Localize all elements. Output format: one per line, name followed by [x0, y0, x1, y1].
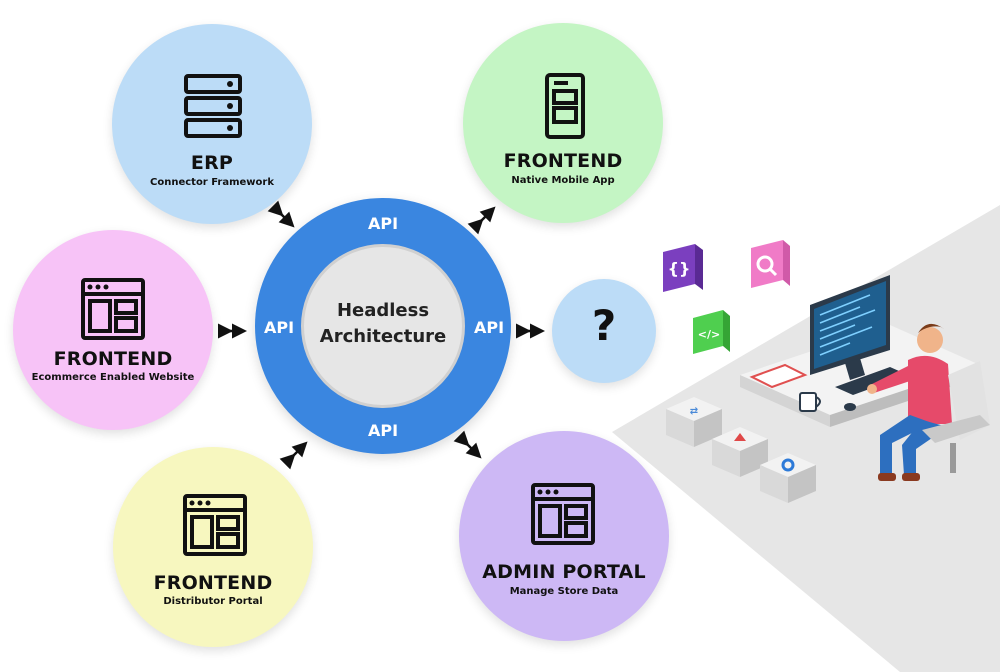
unknown-node: ? [552, 279, 656, 383]
monitor [810, 275, 890, 380]
api-label-bottom: API [368, 421, 399, 440]
question-icon: ? [591, 301, 617, 350]
notepad [749, 363, 808, 389]
stacked-service-boxes: ⇄ [666, 397, 816, 503]
browser-window-icon [81, 278, 145, 340]
browser-window-icon [531, 483, 595, 545]
erp-subtitle: Connector Framework [150, 177, 274, 188]
settings-box-icon [760, 453, 816, 503]
code-braces-icon: {} [663, 244, 703, 292]
distributor-title: FRONTEND [153, 572, 273, 594]
server-icon [184, 74, 242, 138]
office-chair [922, 361, 990, 473]
svg-text:⇄: ⇄ [690, 406, 698, 417]
admin-portal-node: ADMIN PORTAL Manage Store Data [459, 431, 669, 641]
hub-title-line1: Headless [336, 300, 430, 321]
arrow-erp [267, 200, 295, 228]
api-label-top: API [368, 214, 399, 233]
search-icon [751, 240, 790, 288]
api-label-left: API [264, 318, 295, 337]
admin-title: ADMIN PORTAL [482, 561, 646, 583]
api-label-right: API [474, 318, 505, 337]
code-tag-icon: </> [693, 310, 730, 354]
ecommerce-subtitle: Ecommerce Enabled Website [31, 372, 195, 383]
arrow-mobile [467, 206, 496, 235]
admin-subtitle: Manage Store Data [509, 586, 619, 597]
ecommerce-node: FRONTEND Ecommerce Enabled Website [13, 230, 213, 430]
arrow-distributor [279, 441, 308, 470]
hub-title: Headless Architecture [301, 298, 465, 350]
mouse [844, 403, 856, 411]
hub-title-line2: Architecture [319, 326, 447, 347]
ecommerce-title: FRONTEND [53, 348, 173, 370]
floating-app-cubes: {} </> [663, 240, 790, 354]
link-box-icon: ⇄ [666, 397, 722, 447]
erp-title: ERP [190, 152, 234, 174]
headless-hub: Headless Architecture API API API API [255, 198, 511, 454]
mobile-app-icon [545, 73, 585, 139]
mobile-app-node: FRONTEND Native Mobile App [463, 23, 663, 223]
hub-inner-circle [301, 244, 465, 408]
coffee-mug [799, 392, 821, 412]
browser-window-icon [183, 494, 247, 556]
distributor-node: FRONTEND Distributor Portal [113, 447, 313, 647]
svg-text:</>: </> [698, 328, 720, 341]
mobile-title: FRONTEND [503, 150, 623, 172]
arrow-admin [453, 430, 482, 459]
svg-text:{}: {} [668, 259, 691, 278]
erp-node: ERP Connector Framework [112, 24, 312, 224]
distributor-subtitle: Distributor Portal [163, 596, 263, 607]
keyboard [835, 367, 908, 395]
mobile-subtitle: Native Mobile App [511, 175, 615, 186]
developer-illustration [740, 275, 990, 481]
